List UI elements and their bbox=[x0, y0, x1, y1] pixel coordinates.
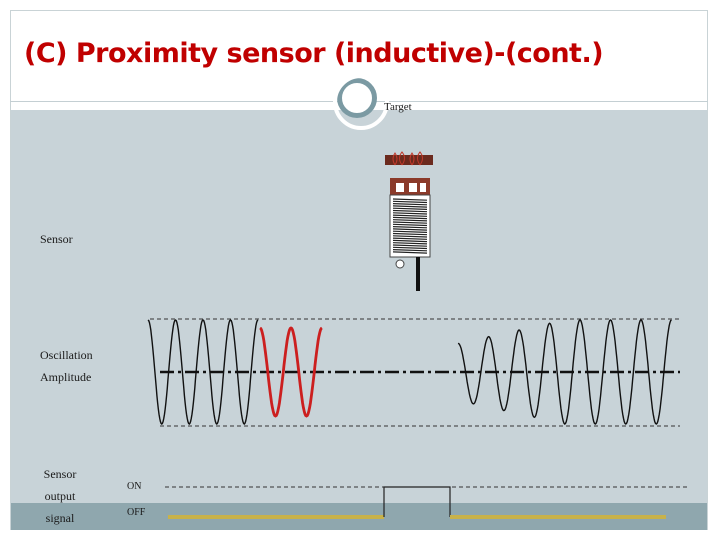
sensor-cable bbox=[416, 257, 420, 291]
target-plate bbox=[385, 155, 433, 165]
magnetic-field-icon bbox=[392, 151, 423, 166]
inductive-sensor-icon bbox=[385, 151, 433, 291]
circle-badge-icon bbox=[333, 74, 389, 130]
oscillation-waveform bbox=[147, 318, 680, 427]
on-label: ON bbox=[127, 481, 142, 492]
output-signal-plot bbox=[165, 486, 690, 519]
diagram-panel bbox=[11, 110, 707, 530]
target-label: Target bbox=[384, 101, 412, 113]
sensor-output-signal-label: Sensor output signal bbox=[43, 467, 77, 525]
slide-title: (C) Proximity sensor (inductive)-(cont.) bbox=[24, 38, 604, 69]
oscillation-wave-after bbox=[457, 319, 672, 425]
off-label: OFF bbox=[127, 507, 146, 518]
oscillation-wave-before bbox=[147, 319, 259, 425]
sensor-label: Sensor bbox=[40, 232, 73, 246]
coil-winding bbox=[392, 198, 428, 254]
oscillation-wave-damping bbox=[259, 326, 323, 418]
oscillation-amplitude-label: Oscillation Amplitude bbox=[40, 348, 93, 384]
signal-on-pulse bbox=[383, 486, 451, 517]
